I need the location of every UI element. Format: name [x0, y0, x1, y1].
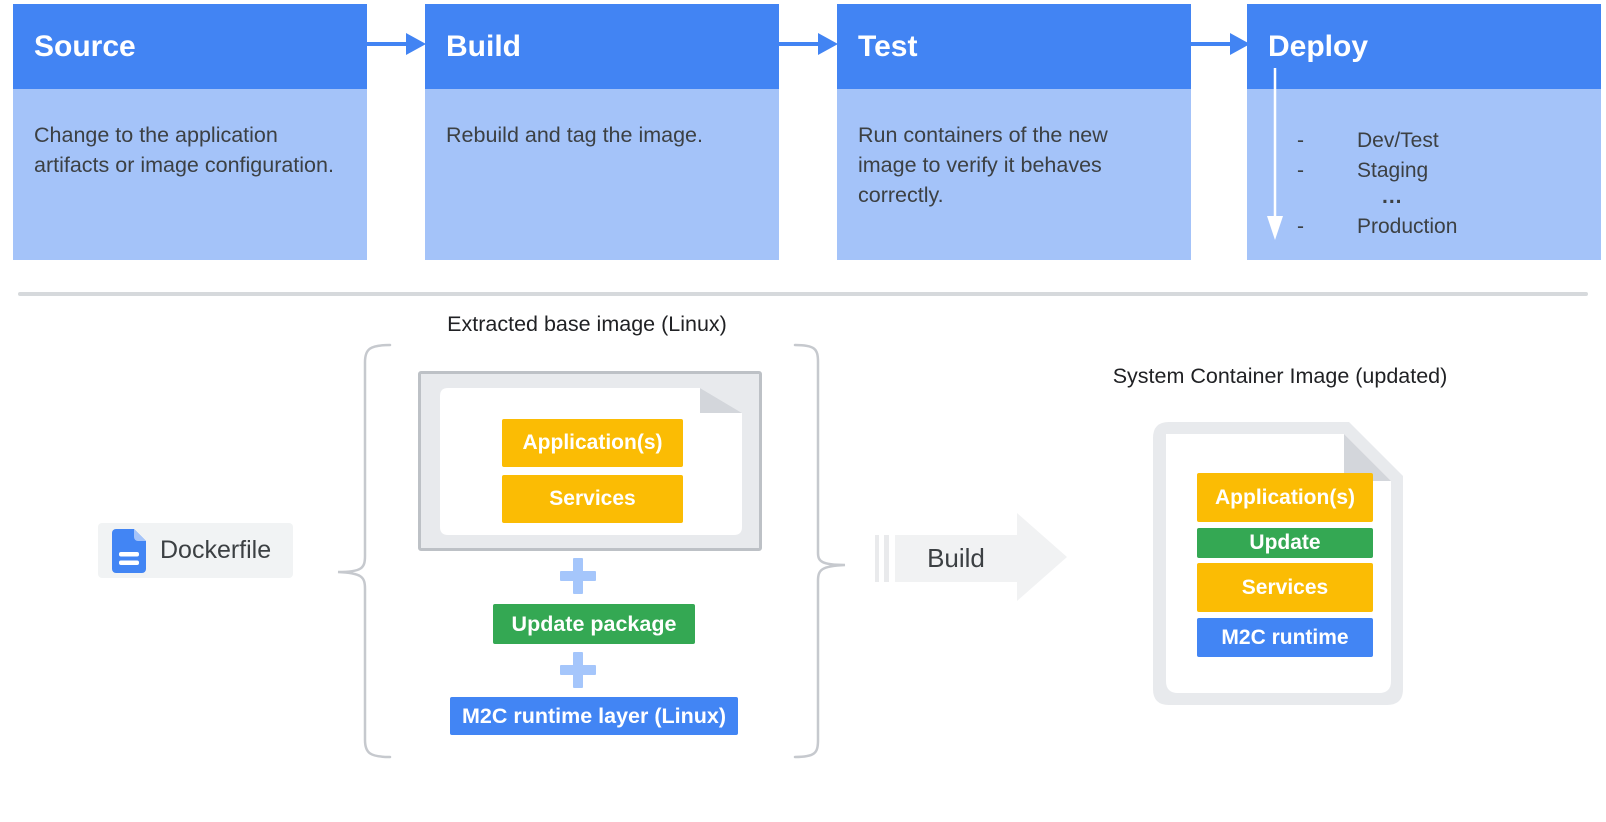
layer-applications: Application(s) — [502, 419, 683, 467]
layer-m2c-runtime: M2C runtime — [1197, 618, 1373, 657]
extracted-base-image-title: Extracted base image (Linux) — [447, 312, 727, 336]
deploy-list-item: - Dev/Test — [1297, 126, 1595, 156]
deploy-list-item: - Staging — [1297, 156, 1595, 186]
flow-arrow-icon — [778, 33, 838, 55]
deploy-ellipsis: ... — [1382, 185, 1403, 208]
stage-card-test: Test Run containers of the new image to … — [837, 4, 1191, 260]
stage-description-build: Rebuild and tag the image. — [425, 89, 779, 260]
layer-update-package: Update package — [493, 604, 695, 644]
stage-card-source: Source Change to the application artifac… — [13, 4, 367, 260]
stage-description-source: Change to the application artifacts or i… — [13, 89, 367, 260]
stage-description-test: Run containers of the new image to verif… — [837, 89, 1191, 260]
stage-card-deploy: Deploy - Dev/Test - Staging ... - Produc… — [1247, 4, 1601, 260]
layer-services: Services — [1197, 563, 1373, 612]
stage-title-build: Build — [425, 4, 779, 89]
deploy-list-item: ... — [1297, 186, 1595, 212]
dockerfile-label: Dockerfile — [160, 536, 272, 564]
grouping-braces-icon — [337, 343, 846, 759]
plus-icon — [560, 652, 596, 688]
plus-icon — [560, 558, 596, 594]
deploy-environment-list: - Dev/Test - Staging ... - Production — [1297, 126, 1595, 242]
build-arrow-icon — [875, 513, 1067, 601]
flow-arrow-icon — [1190, 33, 1250, 55]
flow-arrow-icon — [366, 33, 426, 55]
list-dash: - — [1297, 159, 1304, 182]
document-icon — [112, 529, 146, 573]
deploy-list-item: - Production — [1297, 212, 1595, 242]
stage-title-deploy: Deploy — [1247, 4, 1601, 89]
dockerfile-chip: Dockerfile — [98, 523, 293, 578]
stage-card-build: Build Rebuild and tag the image. — [425, 4, 779, 260]
layer-update: Update — [1197, 528, 1373, 558]
deploy-env-label: Production — [1357, 215, 1458, 238]
deploy-down-arrow-icon — [1267, 68, 1283, 240]
stage-title-source: Source — [13, 4, 367, 89]
list-dash: - — [1297, 129, 1304, 152]
layer-m2c-runtime: M2C runtime layer (Linux) — [450, 697, 738, 735]
stage-body-deploy — [1247, 89, 1601, 260]
stage-title-test: Test — [837, 4, 1191, 89]
list-dash — [1297, 186, 1357, 212]
section-divider — [18, 292, 1588, 296]
deploy-env-label: Dev/Test — [1357, 129, 1439, 152]
layer-services: Services — [502, 475, 683, 523]
build-arrow-label: Build — [927, 543, 985, 573]
layer-applications: Application(s) — [1197, 473, 1373, 522]
list-dash: - — [1297, 215, 1304, 238]
system-container-image-title: System Container Image (updated) — [1112, 364, 1448, 388]
deploy-env-label: Staging — [1357, 159, 1429, 182]
